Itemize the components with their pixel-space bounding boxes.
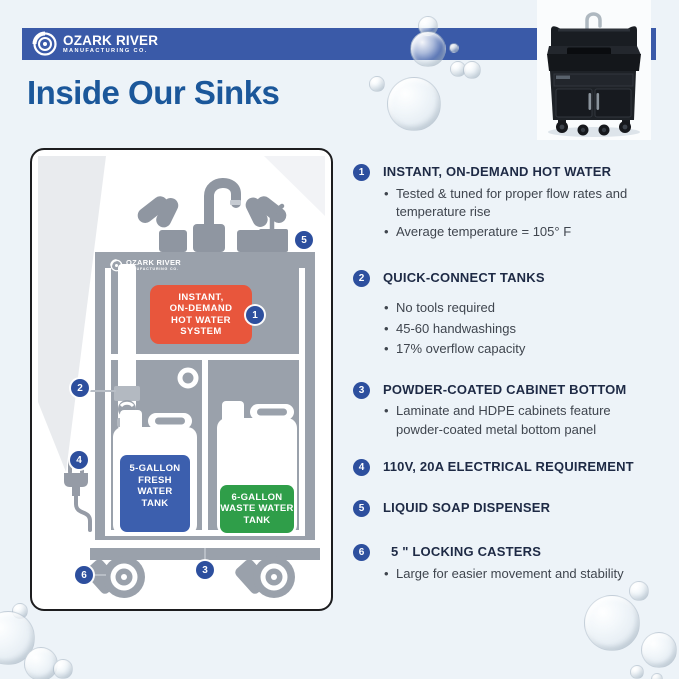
feature-heading: 110V, 20A ELECTRICAL REQUIREMENT	[383, 459, 634, 475]
bubble-decoration	[630, 665, 644, 679]
feature-bullets: Laminate and HDPE cabinets feature powde…	[383, 402, 635, 439]
fresh-tank-line: 5-GALLON	[129, 463, 181, 474]
diagram-badge-4: 4	[70, 451, 88, 469]
feature-bullet: 17% overflow capacity	[383, 340, 635, 359]
diagram-badge-3: 3	[196, 561, 214, 579]
bubble-decoration	[369, 76, 385, 92]
product-photo	[537, 0, 651, 140]
feature-list: 1 INSTANT, ON-DEMAND HOT WATER Tested & …	[353, 163, 673, 585]
diagram-badge-1: 1	[246, 306, 264, 324]
bubble-decoration	[24, 647, 58, 679]
fresh-water-tank-label: 5-GALLON FRESH WATER TANK	[120, 455, 190, 532]
hot-water-line: INSTANT,	[178, 291, 224, 303]
bubble-decoration	[449, 43, 459, 53]
feature-bullets: Tested & tuned for proper flow rates and…	[383, 185, 635, 243]
hot-water-line: SYSTEM	[180, 325, 222, 337]
brand-name: OZARK RIVER	[63, 32, 159, 48]
feature-bullets: No tools required 45-60 handwashings 17%…	[383, 299, 635, 359]
portable-sink-image	[547, 12, 641, 137]
feature-heading: QUICK-CONNECT TANKS	[383, 269, 545, 285]
waste-tank-line: 6-GALLON	[231, 491, 283, 503]
bubble-decoration	[410, 31, 446, 67]
bubble-decoration	[629, 581, 649, 601]
hot-water-line: ON-DEMAND	[169, 303, 233, 315]
feature-badge-4: 4	[353, 459, 370, 477]
feature-item-4: 4 110V, 20A ELECTRICAL REQUIREMENT	[353, 458, 673, 477]
diagram-badge-6: 6	[75, 566, 93, 584]
bubble-decoration	[463, 61, 481, 79]
bubble-decoration	[641, 632, 677, 668]
feature-badge-5: 5	[353, 500, 370, 518]
fresh-tank-line: FRESH WATER	[137, 474, 173, 498]
bubble-decoration	[387, 77, 441, 131]
feature-badge-1: 1	[353, 164, 370, 181]
waste-water-tank-label: 6-GALLON WASTE WATER TANK	[220, 485, 294, 533]
bubble-decoration	[53, 659, 73, 679]
feature-item-1: 1 INSTANT, ON-DEMAND HOT WATER Tested & …	[353, 163, 673, 244]
feature-heading: POWDER-COATED CABINET BOTTOM	[383, 381, 627, 397]
feature-badge-2: 2	[353, 269, 370, 287]
feature-item-3: 3 POWDER-COATED CABINET BOTTOM Laminate …	[353, 381, 673, 441]
feature-bullet: Large for easier movement and stability	[383, 565, 635, 584]
feature-heading: 5 " LOCKING CASTERS	[391, 544, 542, 560]
waste-tank-line: TANK	[243, 514, 271, 526]
page-title: Inside Our Sinks	[27, 74, 280, 111]
feature-item-2: 2 QUICK-CONNECT TANKS No tools required …	[353, 269, 673, 361]
cabinet-swirl-icon	[110, 259, 123, 272]
feature-item-6: 6 5 " LOCKING CASTERS Large for easier m…	[353, 543, 673, 585]
hot-water-system-label: INSTANT, ON-DEMAND HOT WATER SYSTEM	[150, 285, 252, 344]
feature-bullets: Large for easier movement and stability	[383, 565, 635, 584]
feature-heading: INSTANT, ON-DEMAND HOT WATER	[383, 164, 612, 179]
fresh-tank-line: TANK	[141, 497, 169, 509]
bubble-decoration	[651, 673, 663, 679]
diagram-badge-5: 5	[295, 231, 313, 249]
callout-line-2	[89, 390, 116, 392]
brand-subtitle: MANUFACTURING CO.	[63, 47, 148, 54]
ozark-river-swirl-icon	[32, 31, 57, 56]
callout-line-6	[92, 574, 106, 576]
hot-water-line: HOT WATER	[171, 314, 231, 326]
feature-item-5: 5 LIQUID SOAP DISPENSER	[353, 499, 673, 518]
feature-badge-6: 6	[353, 544, 370, 562]
cabinet-brand-subtitle: MANUFACTURING CO.	[126, 266, 179, 271]
feature-badge-3: 3	[353, 381, 370, 399]
brand-logo: OZARK RIVER MANUFACTURING CO.	[32, 31, 158, 57]
feature-heading: LIQUID SOAP DISPENSER	[383, 500, 551, 516]
sink-cutaway-diagram: OZARK RIVER MANUFACTURING CO. INSTANT, O…	[30, 148, 333, 611]
waste-tank-line: WASTE WATER	[220, 503, 294, 515]
feature-bullet: Average temperature = 105° F	[383, 223, 635, 242]
brand-logo-text: OZARK RIVER MANUFACTURING CO.	[63, 34, 158, 55]
feature-bullet: Laminate and HDPE cabinets feature powde…	[383, 402, 635, 439]
cabinet-brand-name: OZARK RIVER	[126, 258, 181, 268]
diagram-badge-2: 2	[71, 379, 89, 397]
feature-bullet: 45-60 handwashings	[383, 320, 635, 339]
callout-line-3	[204, 548, 206, 562]
bubble-decoration	[584, 595, 640, 651]
feature-bullet: Tested & tuned for proper flow rates and…	[383, 185, 635, 222]
cabinet-brand-logo: OZARK RIVER MANUFACTURING CO.	[110, 259, 181, 272]
feature-bullet: No tools required	[383, 299, 635, 318]
